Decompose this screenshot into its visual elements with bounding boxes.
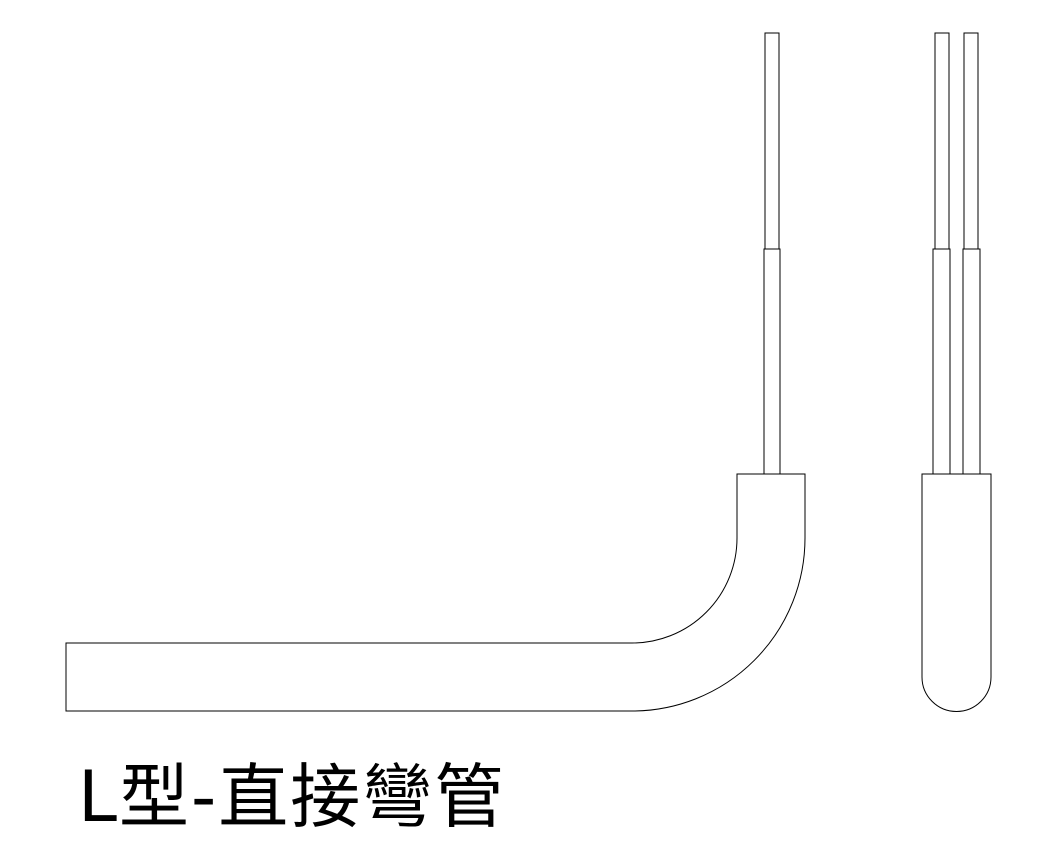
front-view [921,32,992,712]
side-view [65,32,806,712]
side-lead-wire-braid [764,32,780,250]
front-left-lead-wire-insulation [932,248,951,475]
side-lead-wire-insulation [763,248,781,475]
front-left-lead-wire-braid [934,32,950,250]
front-right-lead-wire-insulation [962,248,981,475]
l-bend-tube-body [65,473,806,712]
front-tube-body [921,473,992,712]
diagram-caption: L型-直接彎管 [78,756,507,838]
front-right-lead-wire-braid [963,32,979,250]
